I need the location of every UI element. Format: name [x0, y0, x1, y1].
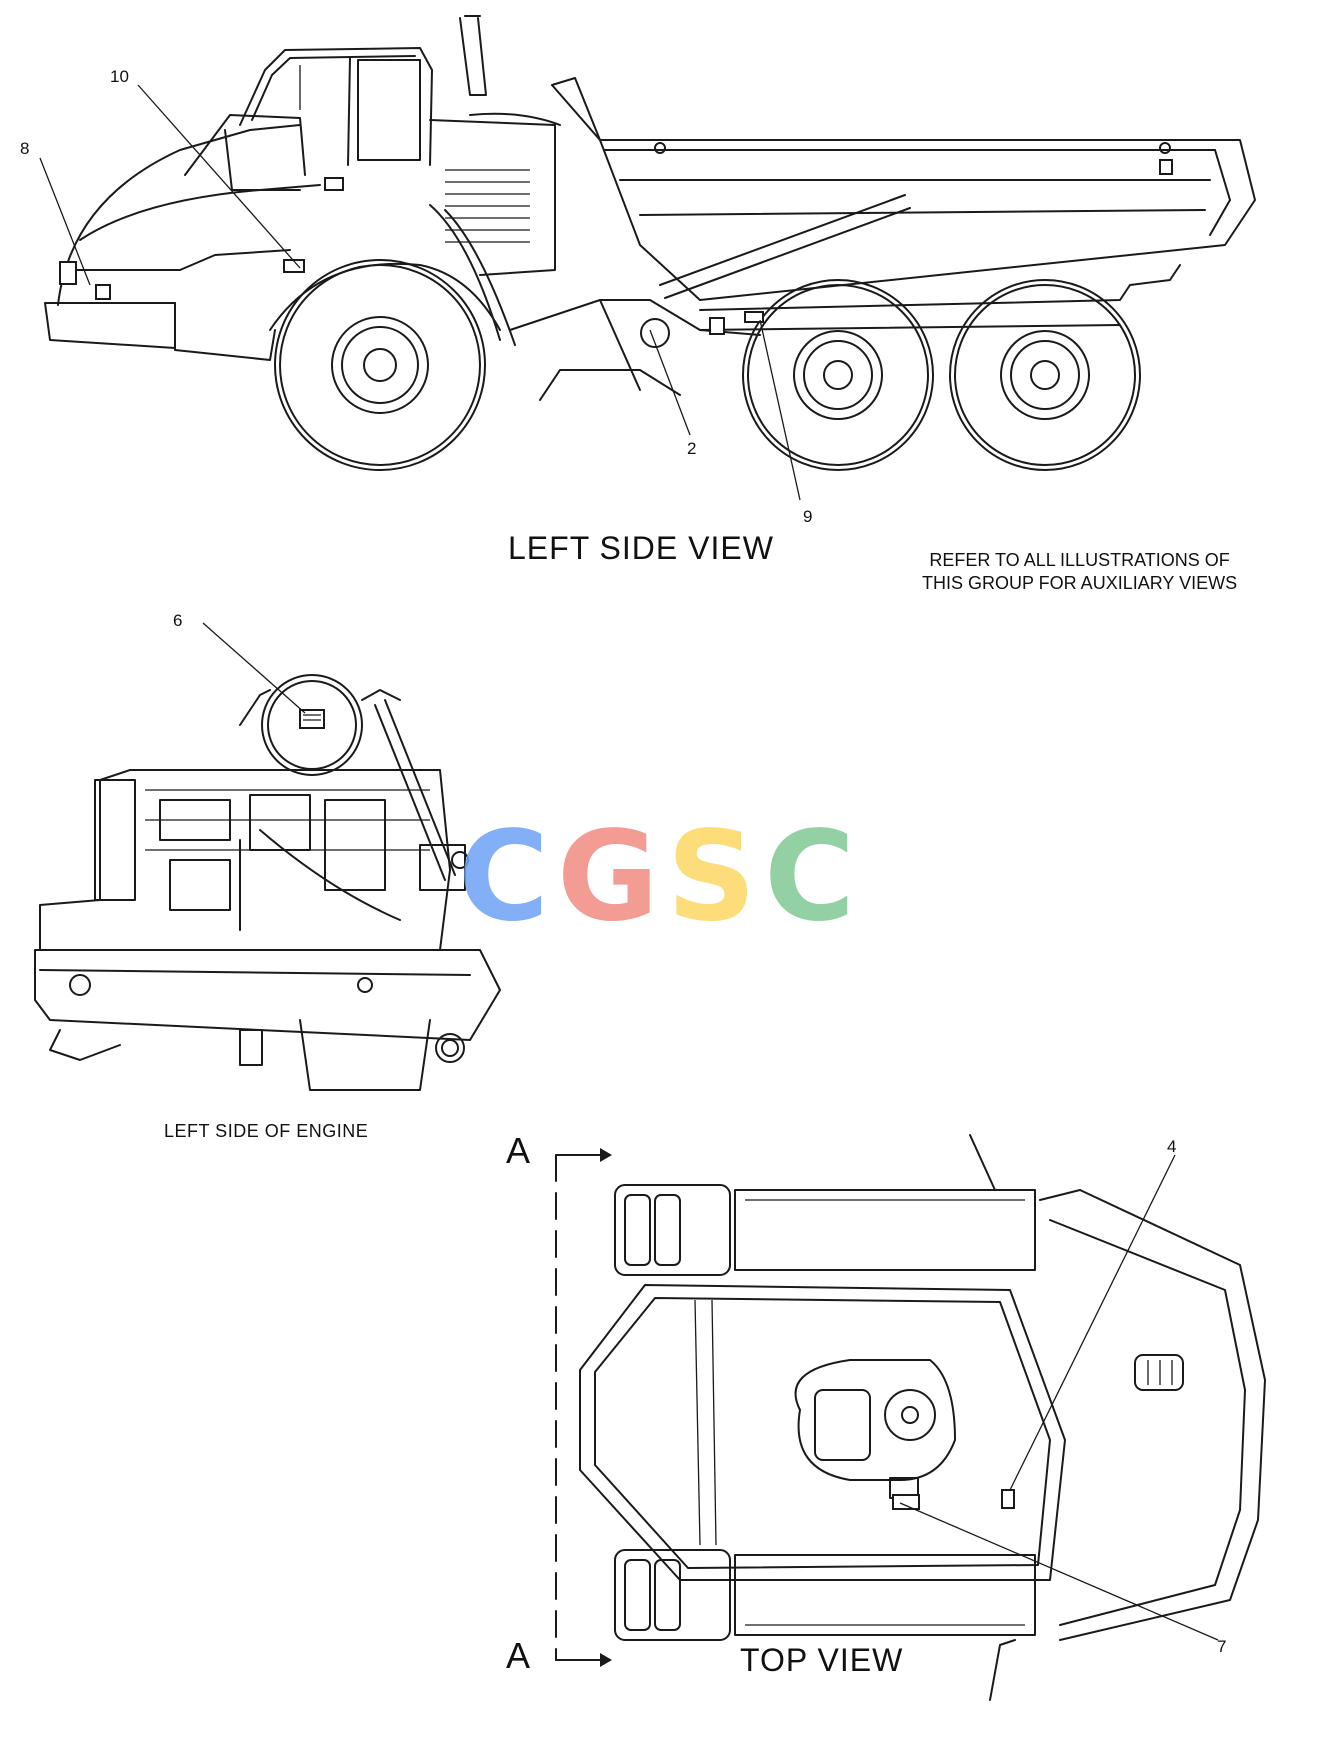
callout-4: 4 — [1167, 1137, 1177, 1156]
engine-left-side-drawing — [34, 622, 501, 1091]
note-line-1: REFER TO ALL ILLUSTRATIONS OF — [929, 550, 1230, 570]
watermark-logo: CGSC — [458, 815, 863, 939]
auxiliary-views-note: REFER TO ALL ILLUSTRATIONS OF THIS GROUP… — [922, 549, 1237, 595]
callout-7: 7 — [1217, 1637, 1227, 1656]
section-letter-top: A — [506, 1130, 531, 1171]
callout-8: 8 — [20, 139, 30, 158]
note-line-2: THIS GROUP FOR AUXILIARY VIEWS — [922, 573, 1238, 593]
left-side-view-title: LEFT SIDE VIEW — [508, 530, 774, 566]
truck-left-side-drawing — [39, 15, 1256, 501]
truck-top-view-drawing — [555, 1134, 1266, 1701]
callout-10: 10 — [110, 67, 129, 86]
watermark-letter-s: S — [666, 805, 765, 949]
watermark-letter-c2: C — [764, 805, 864, 949]
engine-view-title: LEFT SIDE OF ENGINE — [164, 1121, 369, 1141]
top-view-title: TOP VIEW — [740, 1642, 904, 1678]
callout-2: 2 — [687, 439, 697, 458]
callout-9: 9 — [803, 507, 813, 526]
callout-6: 6 — [173, 611, 183, 630]
watermark-letter-c1: C — [458, 805, 558, 949]
section-letter-bottom: A — [506, 1635, 531, 1676]
watermark-letter-g: G — [557, 805, 667, 949]
